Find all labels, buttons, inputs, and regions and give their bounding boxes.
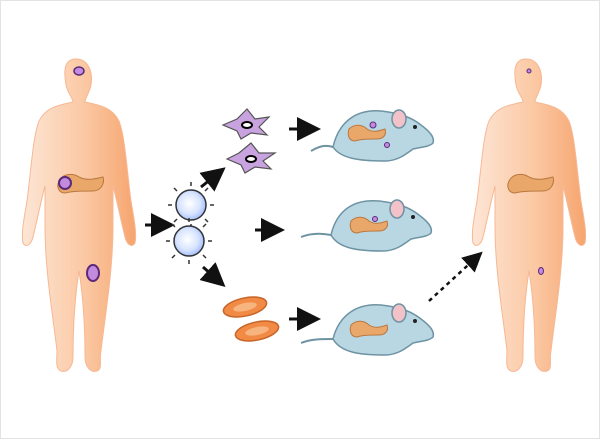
- right-brain-lesion: [526, 68, 532, 74]
- left-brain-lesion: [73, 66, 85, 76]
- immune-cell-top: [168, 182, 214, 228]
- arrow-to-rbc: [199, 262, 226, 287]
- mouse-top: [310, 109, 435, 162]
- left-leg-lesion: [86, 264, 100, 282]
- left-pancreas-lesion: [58, 176, 72, 190]
- right-patient-figure: [471, 58, 587, 372]
- dotted-arrow-to-right-patient: [428, 251, 483, 302]
- left-patient-body: [21, 58, 137, 372]
- right-leg-lesion: [538, 267, 544, 275]
- arrow-to-dendritic: [199, 167, 226, 192]
- right-pancreas-organ: [507, 173, 554, 194]
- dendritic-cell-top: [221, 108, 271, 140]
- rbc-bottom: [234, 320, 280, 342]
- mouse-bottom: [300, 303, 435, 356]
- mouse-middle: [300, 199, 433, 252]
- left-patient-figure: [21, 58, 137, 372]
- rbc-top: [222, 296, 268, 318]
- right-patient-body: [471, 58, 587, 372]
- immune-cell-bottom: [166, 218, 212, 264]
- dendritic-cell-bottom: [225, 142, 277, 174]
